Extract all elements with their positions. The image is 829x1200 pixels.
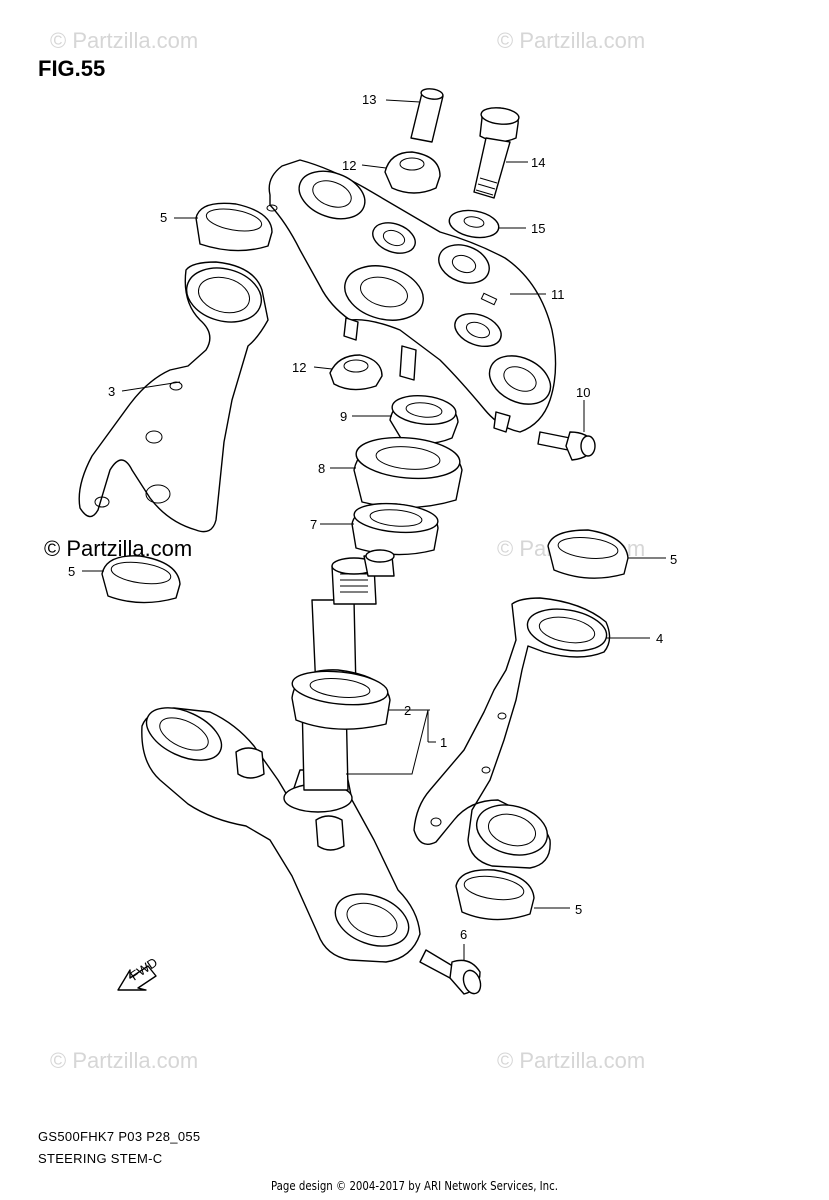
label-1: 1 — [440, 735, 447, 750]
label-13: 13 — [362, 92, 376, 107]
model-code: GS500FHK7 P03 P28_055 — [38, 1129, 201, 1144]
label-15: 15 — [531, 221, 545, 236]
part-12-cap-upper — [361, 151, 441, 194]
watermark-bottom-left: © Partzilla.com — [50, 1048, 198, 1073]
part-7-bearing — [320, 502, 439, 556]
part-1-steering-stem — [141, 549, 436, 963]
part-15-washer — [448, 209, 526, 239]
part-10-upper-bracket — [266, 159, 557, 433]
watermark-prominent: © Partzilla.com — [44, 536, 192, 561]
fwd-arrow-icon: FWD — [117, 954, 160, 991]
part-9-nut — [352, 394, 459, 445]
label-7: 7 — [310, 517, 317, 532]
label-5-mid-right: 5 — [670, 552, 677, 567]
part-5-seal-lower-right — [455, 869, 570, 921]
part-4-right-bracket — [413, 597, 650, 869]
part-6-bolt — [419, 944, 482, 995]
label-4: 4 — [656, 631, 663, 646]
label-11: 10 — [576, 385, 590, 400]
page-footer: Page design © 2004-2017 by ARI Network S… — [270, 1179, 559, 1193]
label-6: 6 — [460, 927, 467, 942]
label-2: 2 — [404, 703, 411, 718]
label-5-mid-left: 5 — [68, 564, 75, 579]
part-2-bearing — [291, 669, 430, 730]
label-3: 3 — [108, 384, 115, 399]
label-12-upper: 12 — [342, 158, 356, 173]
label-12-lower: 12 — [292, 360, 306, 375]
figure-title: FIG.55 — [38, 56, 106, 81]
label-10: 11 — [551, 287, 565, 302]
part-5-seal-mid-left — [82, 555, 181, 604]
label-5-upper-left: 5 — [160, 210, 167, 225]
label-5-lower-right: 5 — [575, 902, 582, 917]
label-14: 14 — [531, 155, 545, 170]
figure-description: STEERING STEM-C — [38, 1151, 163, 1166]
watermark-bottom-right: © Partzilla.com — [497, 1048, 645, 1073]
part-11-bolt — [537, 400, 596, 461]
watermark-top-left: © Partzilla.com — [50, 28, 198, 53]
label-9: 9 — [340, 409, 347, 424]
watermark-top-right: © Partzilla.com — [497, 28, 645, 53]
label-8: 8 — [318, 461, 325, 476]
part-3-left-bracket — [78, 261, 269, 533]
part-13-pin — [385, 88, 444, 143]
part-8-seal — [330, 436, 463, 509]
part-5-seal-upper-left — [174, 202, 273, 252]
part-5-seal-mid-right — [547, 529, 666, 579]
part-14-bolt — [473, 107, 528, 199]
part-12-cap-lower — [313, 354, 383, 391]
